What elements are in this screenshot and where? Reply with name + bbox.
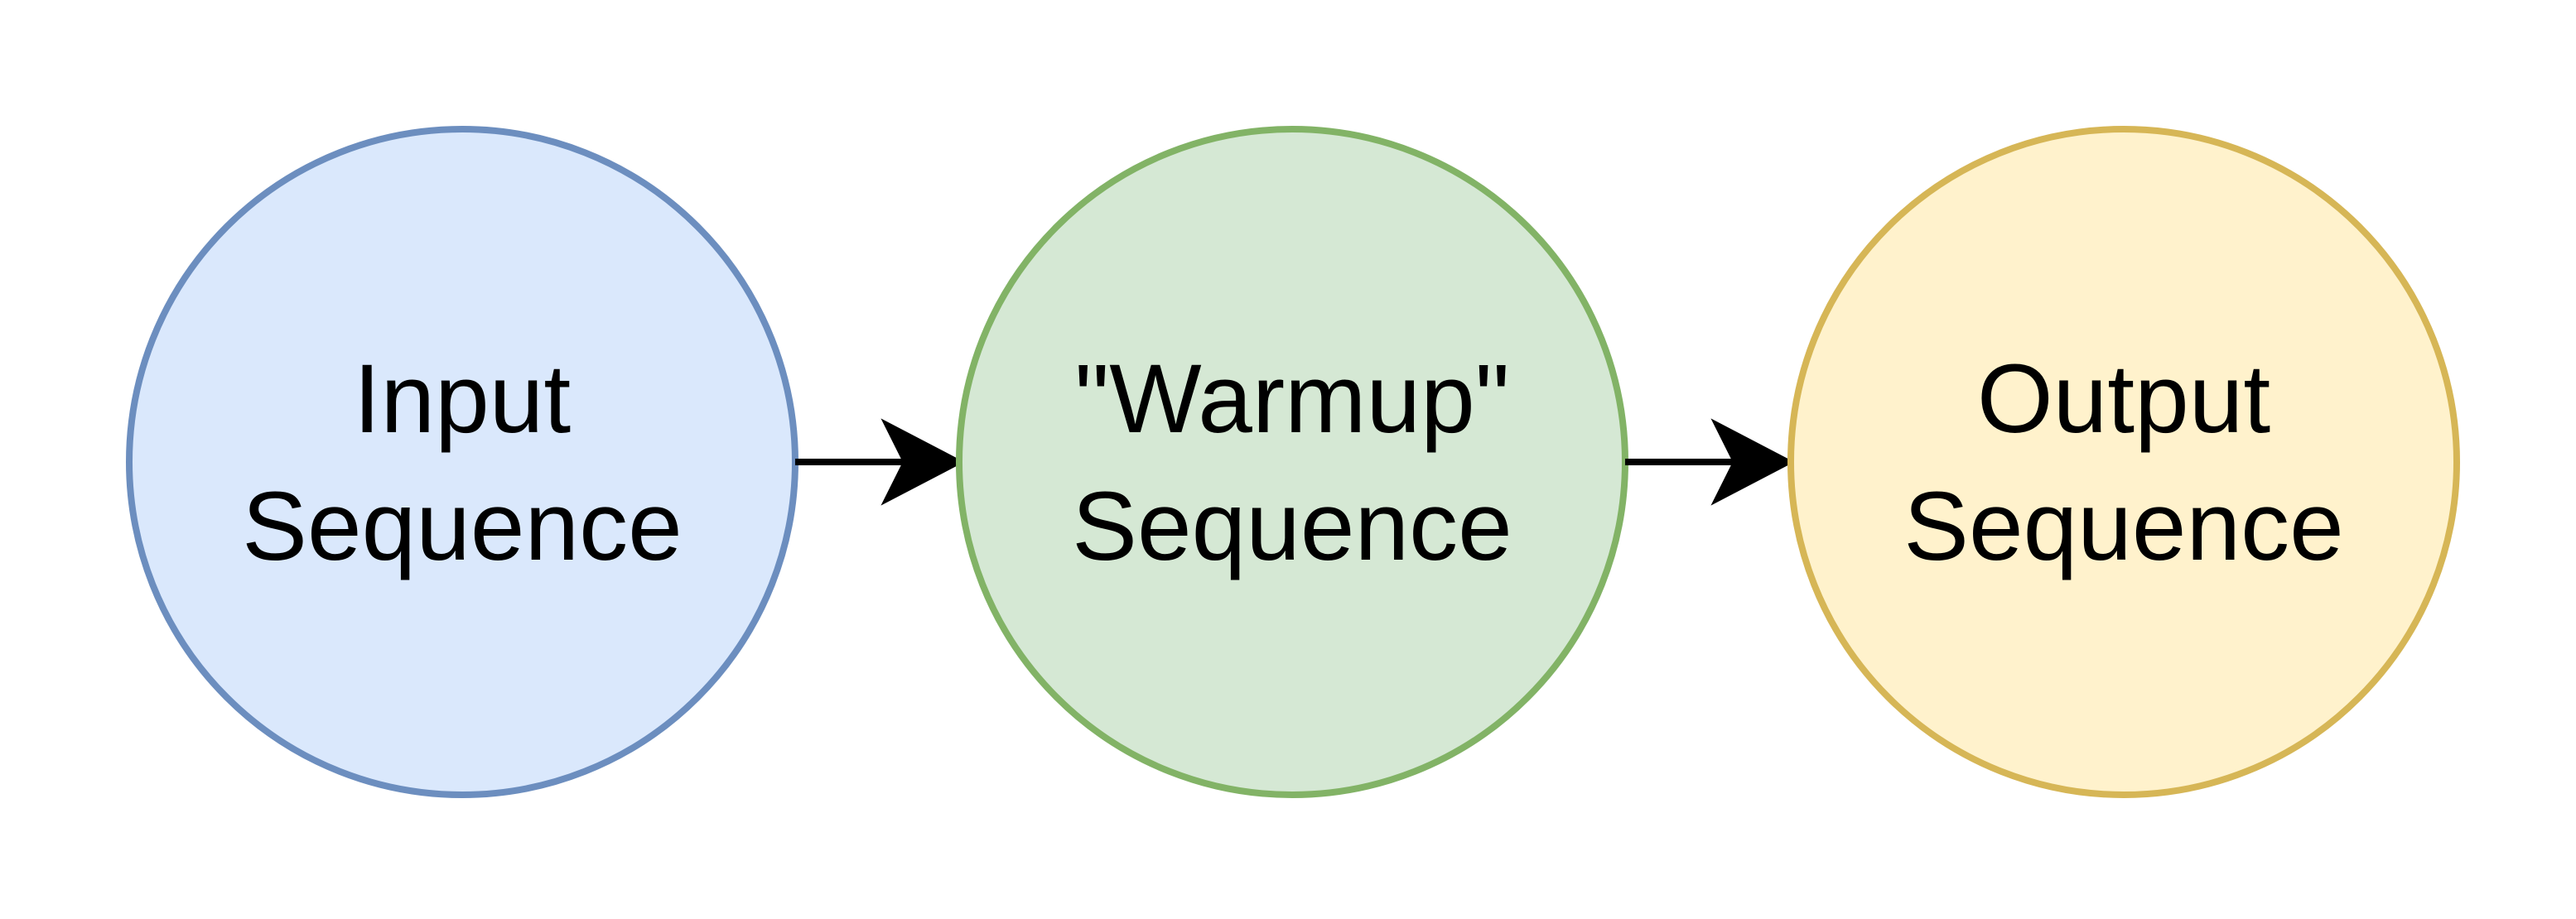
node-input-circle — [126, 126, 798, 798]
arrowhead-icon — [880, 418, 965, 506]
node-warmup-label-line2: Sequence — [1072, 472, 1512, 581]
edge-warmup-to-output — [1625, 418, 1795, 506]
node-output-circle — [1787, 126, 2460, 798]
node-output-sequence[interactable]: Output Sequence — [1787, 126, 2460, 798]
arrowhead-icon — [1710, 418, 1795, 506]
node-input-sequence[interactable]: Input Sequence — [126, 126, 798, 798]
node-output-label-line2: Sequence — [1903, 472, 2343, 581]
node-output-label-line1: Output — [1977, 344, 2270, 454]
node-input-label-line2: Sequence — [242, 472, 682, 581]
node-warmup-sequence[interactable]: "Warmup" Sequence — [956, 126, 1628, 798]
node-input-label-line1: Input — [354, 344, 571, 454]
node-warmup-circle — [956, 126, 1628, 798]
node-warmup-label-line1: "Warmup" — [1074, 344, 1509, 454]
edge-input-to-warmup — [795, 418, 965, 506]
